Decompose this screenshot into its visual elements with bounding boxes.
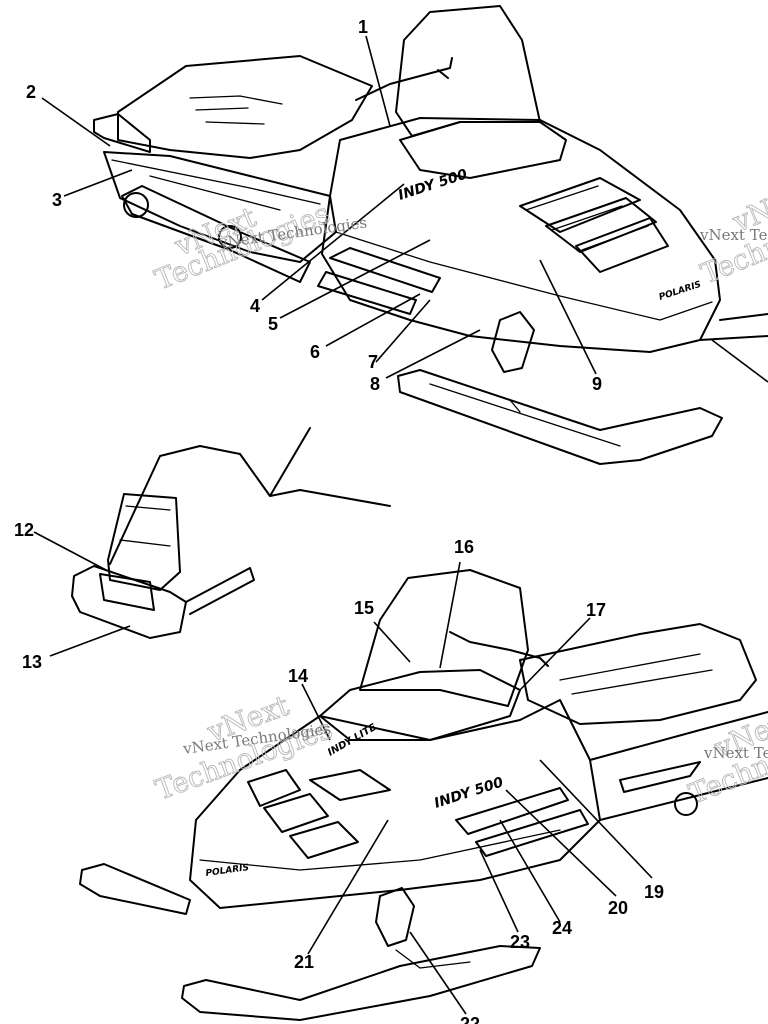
bottom-indy-decal: INDY 500 <box>432 774 505 811</box>
top-polaris-decal: POLARIS <box>658 280 703 303</box>
callout-17: 17 <box>586 600 606 620</box>
callout-9: 9 <box>592 374 602 394</box>
tail-bumper <box>71 565 187 639</box>
top-dash <box>399 121 567 179</box>
bottom-hood-crease <box>199 829 561 871</box>
callout-16: 16 <box>454 537 474 557</box>
callout-12: 12 <box>14 520 34 540</box>
top-front-spindle <box>491 311 535 373</box>
callout-20: 20 <box>608 898 628 918</box>
callout-19: 19 <box>644 882 664 902</box>
bottom-seat-stitch <box>559 653 713 695</box>
top-side-panel <box>103 151 337 263</box>
callout-3: 3 <box>52 190 62 210</box>
top-mid-wheel <box>218 225 242 249</box>
callout-21: 21 <box>294 952 314 972</box>
top-side-stripes <box>111 159 321 211</box>
tail-detail <box>71 427 391 639</box>
bottom-handlebar <box>449 631 549 667</box>
watermark-right-small: vNext Technologies <box>699 226 768 244</box>
callout-6: 6 <box>310 342 320 362</box>
bottom-rear-stripe <box>619 761 701 793</box>
top-rear-wheel <box>123 192 149 218</box>
top-seat-stitch <box>189 95 283 125</box>
bottom-hood-vents <box>247 769 391 859</box>
top-hood-crease <box>335 231 713 321</box>
top-hood <box>321 117 721 353</box>
top-front-ski <box>397 369 723 465</box>
bottom-rear-wheel <box>674 792 698 816</box>
callout-24: 24 <box>552 918 572 938</box>
bottom-seat <box>519 623 757 725</box>
top-rear-bumper <box>93 113 151 153</box>
top-track <box>121 185 311 283</box>
bottom-windshield <box>359 569 529 707</box>
callout-14: 14 <box>288 666 308 686</box>
tail-light-housing <box>107 493 181 591</box>
leader-lines <box>33 35 768 1015</box>
bottom-polaris-decal: POLARIS <box>205 863 250 879</box>
bottom-side-stripe <box>455 787 569 835</box>
callout-8: 8 <box>370 374 380 394</box>
callout-15: 15 <box>354 598 374 618</box>
callout-22: 22 <box>460 1014 480 1024</box>
bottom-front-spindle <box>375 887 415 947</box>
callout-13: 13 <box>22 652 42 672</box>
top-hood-vents <box>519 177 669 273</box>
top-right-ski-edge <box>699 313 768 341</box>
bottom-lower-stripe <box>475 809 589 857</box>
callout-1: 1 <box>358 17 368 37</box>
callout-2: 2 <box>26 82 36 102</box>
top-ski-detail <box>429 383 621 447</box>
bottom-front-ski <box>181 945 541 1021</box>
tail-seat-outline <box>109 427 391 565</box>
callout-7: 7 <box>368 352 378 372</box>
top-hood-side-stripe <box>329 247 441 293</box>
bottom-dash <box>319 669 521 741</box>
top-seat <box>117 55 373 159</box>
tail-panel-lines <box>119 505 171 547</box>
bottom-ski-detail <box>395 949 471 969</box>
callout-numbers: 1 2 3 4 5 6 7 8 9 12 13 14 15 16 17 19 2… <box>14 17 664 1024</box>
tail-reflector <box>99 573 155 611</box>
top-handlebar <box>355 57 453 101</box>
top-windshield <box>395 5 541 137</box>
bottom-side-panel <box>589 711 768 821</box>
watermark-br-small: vNext Technologies <box>703 744 768 762</box>
callout-4: 4 <box>250 296 260 316</box>
bottom-left-ski <box>79 863 191 915</box>
tail-side-rail <box>185 567 255 615</box>
top-lower-stripe <box>317 271 417 315</box>
callout-5: 5 <box>268 314 278 334</box>
callout-23: 23 <box>510 932 530 952</box>
